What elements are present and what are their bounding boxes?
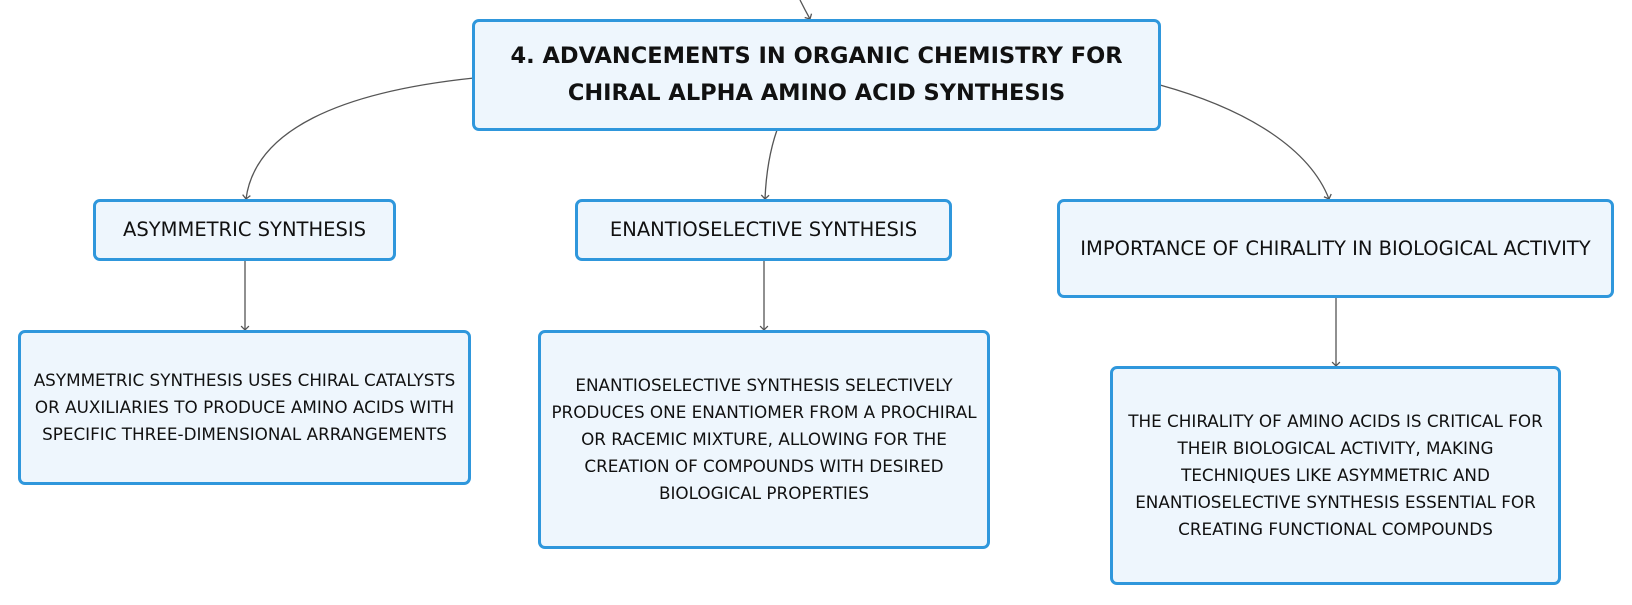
connector-parent-to-root: [799, 0, 813, 20]
detail-text: ENANTIOSELECTIVE SYNTHESIS SELECTIVELY P…: [551, 375, 977, 503]
detail-node-chirality-importance[interactable]: THE CHIRALITY OF AMINO ACIDS IS CRITICAL…: [1110, 366, 1561, 585]
topic-node-enantioselective-synthesis[interactable]: ENANTIOSELECTIVE SYNTHESIS: [575, 199, 952, 261]
topic-label: ENANTIOSELECTIVE SYNTHESIS: [609, 218, 918, 241]
topic-node-asymmetric-synthesis[interactable]: ASYMMETRIC SYNTHESIS: [93, 199, 396, 261]
topic-node-chirality-importance[interactable]: IMPORTANCE OF CHIRALITY IN BIOLOGICAL AC…: [1057, 199, 1614, 298]
connector-root-to-enantioselective: [760, 129, 778, 200]
connector-root-to-asymmetric: [242, 77, 475, 200]
root-node[interactable]: 4. ADVANCEMENTS IN ORGANIC CHEMISTRY FOR…: [472, 19, 1161, 131]
detail-text: ASYMMETRIC SYNTHESIS USES CHIRAL CATALYS…: [33, 370, 456, 444]
connector-root-to-chirality: [1159, 84, 1332, 200]
topic-label: IMPORTANCE OF CHIRALITY IN BIOLOGICAL AC…: [1080, 236, 1591, 260]
detail-node-enantioselective-synthesis[interactable]: ENANTIOSELECTIVE SYNTHESIS SELECTIVELY P…: [538, 330, 990, 549]
topic-label: ASYMMETRIC SYNTHESIS: [123, 218, 366, 241]
detail-text: THE CHIRALITY OF AMINO ACIDS IS CRITICAL…: [1128, 411, 1543, 539]
detail-node-asymmetric-synthesis[interactable]: ASYMMETRIC SYNTHESIS USES CHIRAL CATALYS…: [18, 330, 471, 485]
root-title: 4. ADVANCEMENTS IN ORGANIC CHEMISTRY FOR…: [510, 43, 1123, 106]
